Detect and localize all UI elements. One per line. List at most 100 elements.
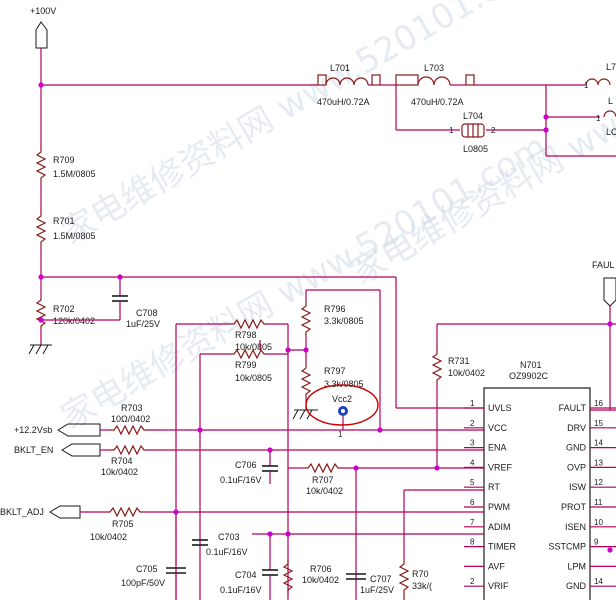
svg-text:FAUL: FAUL [592,260,615,270]
ic-n701: N701 OZ9902C [483,360,591,600]
svg-text:1.5M/0805: 1.5M/0805 [53,169,96,179]
ic-right-pin-name: PROT [561,502,587,512]
svg-text:R706: R706 [310,564,332,574]
capacitor-c703: C703 0.1uF/16V [192,532,248,557]
svg-text:LC: LC [606,127,616,137]
svg-text:+12.2Vsb: +12.2Vsb [14,425,52,435]
resistor-r709: R709 1.5M/0805 [35,148,96,183]
ic-left-pin-name: VREF [488,462,513,472]
svg-text:R797: R797 [324,366,346,376]
resistor-r704: R704 10k/0402 [101,444,148,477]
resistor-r731: R731 10k/0402 [431,324,485,384]
resistor-r70x: R70 33k/( [398,560,432,600]
capacitor-c706: C706 0.1uF/16V [220,450,278,485]
ic-right-pin-name: LPM [567,561,586,571]
ic-left-pin-number: 6 [470,498,475,507]
svg-text:BKLT_ADJ: BKLT_ADJ [0,507,44,517]
inductor-l703: L703 470uH/0.72A [395,63,475,107]
resistor-r798: R798 10k/0805 [230,318,272,352]
ic-left-pin-name: PWM [488,502,510,512]
svg-text:R70: R70 [412,569,429,579]
svg-text:C705: C705 [136,564,158,574]
ic-right-pin-name: OVP [567,462,586,472]
ic-left-pin-number: 2 [470,577,475,586]
svg-text:R731: R731 [448,356,470,366]
svg-text:OZ9902C: OZ9902C [509,371,549,381]
ic-left-pin-name: UVLS [488,403,512,413]
svg-text:2: 2 [491,126,496,135]
svg-text:470uH/0.72A: 470uH/0.72A [317,97,370,107]
svg-text:120k/0402: 120k/0402 [53,316,95,326]
capacitor-c704: C704 0.1uF/16V [220,534,278,600]
svg-text:10k/0402: 10k/0402 [90,532,127,542]
svg-text:L: L [608,96,613,106]
svg-text:1: 1 [596,114,601,123]
resistor-r706: R706 10k/0402 [282,560,339,594]
svg-text:Vcc2: Vcc2 [332,394,352,404]
svg-text:L704: L704 [463,111,483,121]
ground-symbol [28,344,52,355]
ic-left-pin-number: 2 [470,419,475,428]
ic-right-pin-number: 11 [594,498,603,507]
svg-text:R709: R709 [53,155,75,165]
ic-right-pin-name: DRV [567,423,586,433]
ic-right-pin-name: GND [566,443,587,453]
svg-text:R707: R707 [312,475,334,485]
ic-right-pin-name: ISW [569,482,587,492]
svg-text:R704: R704 [111,456,133,466]
svg-text:10k/0805: 10k/0805 [235,373,272,383]
svg-text:L703: L703 [424,63,444,73]
ic-left-pin-name: RT [488,482,500,492]
resistor-r705: R705 10k/0402 [90,506,144,542]
top-rail [40,48,616,157]
svg-text:R703: R703 [121,403,143,413]
resistor-r797: R797 3.3k/0805 [300,364,364,398]
inductor-l701: L701 470uH/0.72A [317,63,381,107]
resistor-r703: R703 10Ω/0402 [110,403,150,436]
svg-text:1: 1 [449,126,454,135]
svg-text:C706: C706 [235,460,257,470]
svg-text:L0805: L0805 [463,144,488,154]
ic-left-pin-name: VCC [488,423,508,433]
svg-text:R701: R701 [53,216,75,226]
ic-left-pin-number: 7 [470,518,475,527]
ic-right-pin-number: 10 [594,518,603,527]
svg-text:C703: C703 [218,532,240,542]
svg-text:33k/(: 33k/( [412,581,432,591]
svg-text:L701: L701 [330,63,350,73]
junctions [38,82,613,553]
ic-right-pin-number: 14 [594,439,603,448]
ic-right-pin-name: FAULT [559,403,587,413]
svg-text:10k/0402: 10k/0402 [448,368,485,378]
svg-text:100pF/50V: 100pF/50V [121,578,165,588]
ic-left-pin-name: TIMER [488,542,516,552]
svg-text:3.3k/0805: 3.3k/0805 [324,316,364,326]
svg-text:0.1uF/16V: 0.1uF/16V [220,475,262,485]
svg-text:L7: L7 [606,62,616,72]
ic-right-pin-name: GND [566,581,587,591]
svg-text:1uF/25V: 1uF/25V [360,585,394,595]
svg-text:C708: C708 [136,308,158,318]
ic-left-pin-number: 1 [470,399,475,408]
svg-text:1: 1 [584,81,589,90]
net-bklt-adj: BKLT_ADJ [0,505,81,519]
svg-text:1.5M/0805: 1.5M/0805 [53,231,96,241]
svg-text:N701: N701 [520,360,542,370]
ic-left-pin-number: 8 [470,538,475,547]
ic-right-pin-number: 12 [594,478,603,487]
svg-text:R702: R702 [53,304,75,314]
svg-text:10k/0402: 10k/0402 [306,486,343,496]
ic-right-pin-number: 9 [594,538,599,547]
ic-left-pin-number: 4 [470,458,475,467]
resistor-r702: R702 120k/0402 [35,296,95,330]
resistor-r707: R707 10k/0402 [304,462,343,496]
resistor-r796: R796 3.3k/0805 [300,290,364,336]
svg-text:1uF/25V: 1uF/25V [126,319,160,329]
ic-right-pin-number: 13 [594,458,603,467]
svg-text:0.1uF/16V: 0.1uF/16V [220,585,262,595]
ic-left-pin-name: VRIF [488,581,509,591]
svg-text:10k/0805: 10k/0805 [235,342,272,352]
svg-text:BKLT_EN: BKLT_EN [14,445,53,455]
